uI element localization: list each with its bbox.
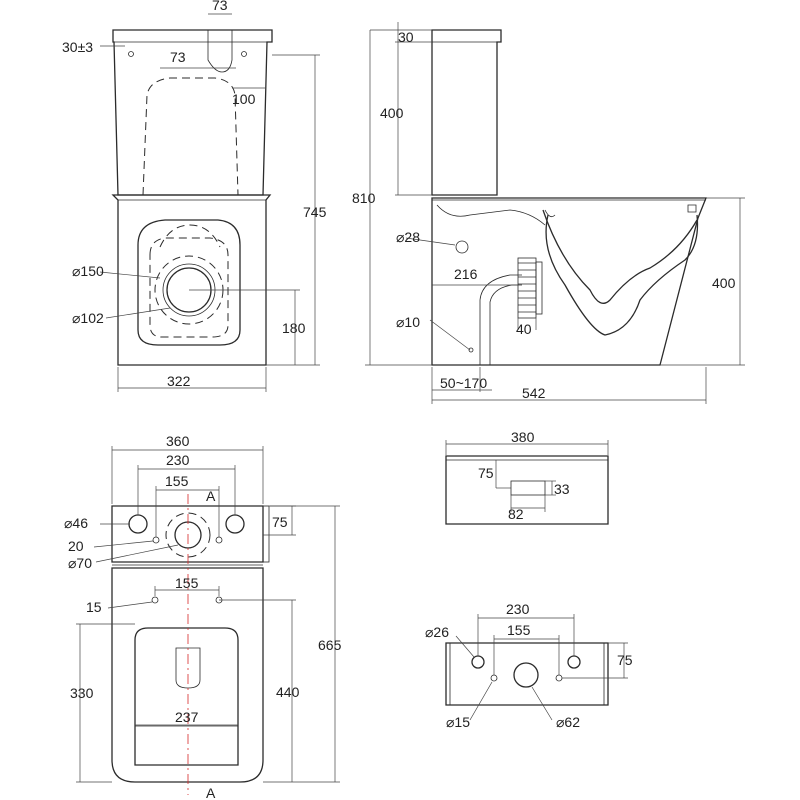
front-inner-cistern bbox=[142, 77, 239, 196]
top-hole-right bbox=[225, 514, 245, 534]
dim-top-bolt: 15 bbox=[86, 599, 102, 615]
dim-side-hole: ⌀10 bbox=[396, 314, 420, 330]
dim-top-seat-width: 237 bbox=[175, 709, 199, 725]
side-tank-outline bbox=[431, 29, 502, 196]
dim-top-outlet: ⌀70 bbox=[68, 555, 92, 571]
dim-top-width: 360 bbox=[166, 433, 190, 449]
dim-side-length: 542 bbox=[522, 385, 546, 401]
section-mark-top: A bbox=[206, 488, 216, 504]
section-mark-bottom: A bbox=[206, 785, 216, 800]
side-inlet-hole bbox=[455, 240, 469, 254]
top-bowl-outline bbox=[111, 567, 264, 783]
dim-tank-top-hole-small: ⌀15 bbox=[446, 714, 470, 730]
dim-tank-top-hole-large: ⌀26 bbox=[425, 624, 449, 640]
top-seat bbox=[134, 627, 239, 766]
top-hole-left bbox=[128, 514, 148, 534]
dim-tank-top-depth: 75 bbox=[617, 652, 633, 668]
side-view: 30 400 810 ⌀28 216 40 ⌀10 50~170 542 400 bbox=[352, 22, 745, 404]
tank-top-outlet bbox=[513, 662, 539, 688]
dim-side-lid: 30 bbox=[398, 29, 414, 45]
dim-top-tank-depth: 75 bbox=[272, 514, 288, 530]
dim-top-total-length: 665 bbox=[318, 637, 342, 653]
dim-lid-width: 380 bbox=[511, 429, 535, 445]
dim-side-pipe-gap: 40 bbox=[516, 321, 532, 337]
front-tank-outline bbox=[112, 29, 273, 196]
dim-tank-top-inner-spacing: 155 bbox=[507, 622, 531, 638]
dim-lid-button-width: 82 bbox=[508, 506, 524, 522]
dim-front-base-width: 322 bbox=[167, 373, 191, 389]
side-trapway bbox=[542, 209, 698, 304]
dim-front-bowl-inner: ⌀102 bbox=[72, 310, 104, 326]
side-outlet-pipe bbox=[479, 274, 522, 365]
side-pipe-coupling bbox=[517, 257, 537, 319]
dim-top-mount-spacing: 230 bbox=[166, 452, 190, 468]
dim-front-top-width: 73 bbox=[212, 0, 228, 13]
dim-front-total-height: 745 bbox=[303, 204, 327, 220]
tank-top-hole-left bbox=[471, 655, 485, 669]
dim-top-bolt-spacing: 155 bbox=[175, 575, 199, 591]
dim-side-bowl-height: 400 bbox=[712, 275, 736, 291]
dim-lid-offset: 75 bbox=[478, 465, 494, 481]
dim-side-outlet-range: 50~170 bbox=[440, 375, 487, 391]
tank-top-outline bbox=[445, 642, 609, 706]
side-bowl-outline bbox=[431, 197, 707, 366]
dim-top-inner-spacing: 155 bbox=[165, 473, 189, 489]
dim-lid-button-height: 33 bbox=[554, 481, 570, 497]
dim-top-hole-small: 20 bbox=[68, 538, 84, 554]
tank-top-view: 230 155 ⌀26 75 ⌀15 ⌀62 bbox=[425, 601, 633, 730]
dim-top-bowl-length: 440 bbox=[276, 684, 300, 700]
lid-button bbox=[510, 480, 546, 496]
dim-front-side-offset: 100 bbox=[232, 91, 256, 107]
dim-front-lid-offset: 30±3 bbox=[62, 39, 93, 55]
dim-top-hole-large: ⌀46 bbox=[64, 515, 88, 531]
top-tank-outline bbox=[111, 505, 264, 563]
dim-side-total-height: 810 bbox=[352, 190, 376, 206]
lid-view: 380 75 33 82 bbox=[445, 429, 609, 525]
dim-tank-top-mount-spacing: 230 bbox=[506, 601, 530, 617]
dim-side-tank-height: 400 bbox=[380, 105, 404, 121]
dim-side-pipe-offset: 216 bbox=[454, 266, 478, 282]
front-bowl-rim bbox=[137, 219, 241, 346]
top-outlet-outer bbox=[165, 512, 211, 558]
top-view: 360 230 155 A ⌀46 20 75 ⌀70 155 15 665 3… bbox=[64, 433, 342, 800]
dim-front-inner-gap: 73 bbox=[170, 49, 186, 65]
dim-front-outlet-height: 180 bbox=[282, 320, 306, 336]
dim-tank-top-outlet: ⌀62 bbox=[556, 714, 580, 730]
dim-side-inlet: ⌀28 bbox=[396, 229, 420, 245]
front-tank-top-detail bbox=[207, 30, 233, 73]
front-view: 73 30±3 73 100 745 ⌀150 ⌀102 180 322 bbox=[62, 0, 327, 392]
dim-front-bowl-outer: ⌀150 bbox=[72, 263, 104, 279]
tank-top-hole-right bbox=[567, 655, 581, 669]
lid-outline bbox=[445, 455, 609, 525]
dim-top-seat-length: 330 bbox=[70, 685, 94, 701]
